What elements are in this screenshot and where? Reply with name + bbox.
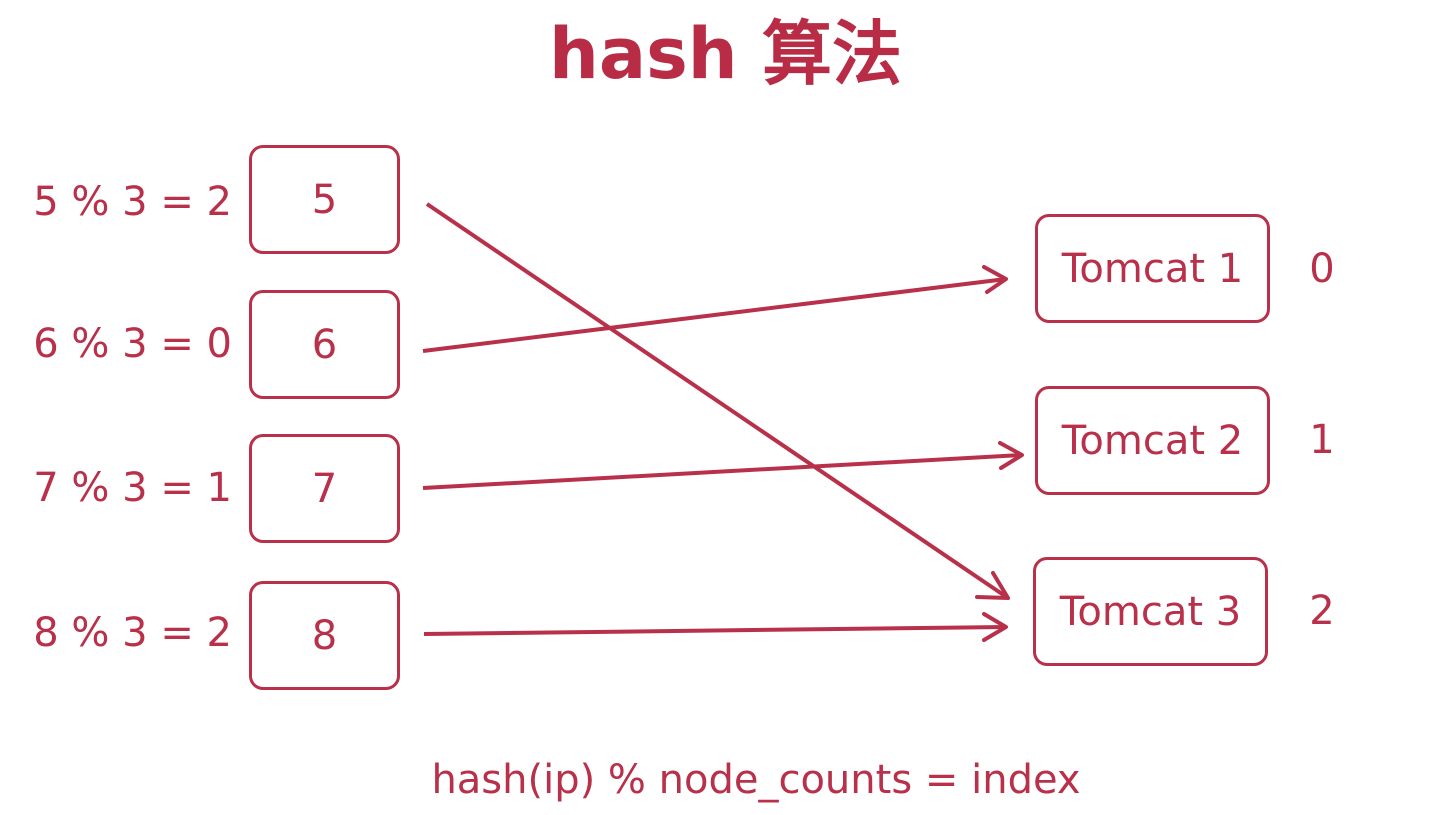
server-box-tomcat-2: Tomcat 2: [1035, 386, 1270, 495]
server-index-2: 2: [1309, 588, 1335, 634]
modulo-expression-8: 8 % 3 = 2: [33, 610, 232, 656]
arrow-6-to-tomcat-1: [422, 265, 1008, 353]
request-box-6: 6: [249, 290, 400, 399]
server-box-tomcat-3: Tomcat 3: [1033, 557, 1268, 666]
diagram-title: hash 算法: [549, 13, 902, 95]
server-index-0: 0: [1309, 246, 1335, 292]
request-box-8: 8: [249, 581, 400, 690]
server-box-tomcat-1: Tomcat 1: [1035, 214, 1270, 323]
request-box-5: 5: [249, 145, 400, 254]
server-index-1: 1: [1309, 417, 1335, 463]
modulo-expression-7: 7 % 3 = 1: [33, 465, 232, 511]
modulo-expression-6: 6 % 3 = 0: [33, 321, 232, 367]
arrow-5-to-tomcat-3: [425, 202, 1010, 600]
modulo-expression-5: 5 % 3 = 2: [33, 179, 232, 225]
arrow-8-to-tomcat-3: [423, 612, 1008, 642]
arrow-7-to-tomcat-2: [422, 441, 1024, 490]
request-box-7: 7: [249, 434, 400, 543]
hash-formula: hash(ip) % node_counts = index: [431, 757, 1081, 803]
